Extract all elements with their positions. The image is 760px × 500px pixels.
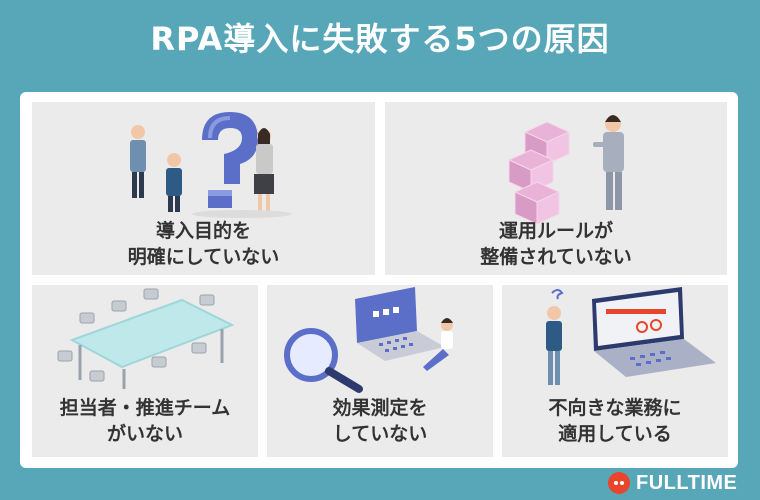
logo-text: FULLTIME [636,471,738,494]
cause-label-5: 不向きな業務に 適用している [502,395,728,447]
cause-board: 導入目的を 明確にしていない [20,92,738,468]
cause-label-2-line1: 運用ルールが [498,220,613,242]
cause-label-4: 効果測定を していない [267,395,493,447]
cause-card-unclear-purpose: 導入目的を 明確にしていない [32,102,375,275]
magnifier-laptop-illustration [284,287,453,393]
cause-card-unsuitable-tasks: 不向きな業務に 適用している [502,285,728,457]
question-mark-people-illustration [130,112,292,218]
cause-label-2: 運用ルールが 整備されていない [385,218,727,270]
logo-face-icon [608,472,630,494]
empty-meeting-table-illustration [57,288,235,389]
cause-label-3-line2: がいない [106,423,183,445]
cause-label-1-line2: 明確にしていない [127,246,280,268]
cause-label-2-line2: 整備されていない [480,246,632,268]
cause-card-no-team: 担当者・推進チーム がいない [32,285,258,457]
cause-label-5-line2: 適用している [558,423,672,445]
cause-label-3-line1: 担当者・推進チーム [59,397,231,419]
cause-label-1: 導入目的を 明確にしていない [32,218,375,270]
brand-logo: FULLTIME [608,471,737,495]
stacked-boxes-businessman-illustration [507,115,624,225]
page-title: RPA導入に失敗する5つの原因 [150,20,610,58]
cause-label-5-line1: 不向きな業務に [548,397,682,419]
cause-card-no-rules: 運用ルールが 整備されていない [385,102,727,275]
cause-label-3: 担当者・推進チーム がいない [32,395,258,447]
cause-label-1-line1: 導入目的を [155,220,251,242]
cause-label-4-line1: 効果測定を [332,397,428,419]
confused-man-laptop-illustration [546,287,716,385]
cause-label-4-line2: していない [332,423,428,445]
cause-card-no-measurement: 効果測定を していない [267,285,493,457]
